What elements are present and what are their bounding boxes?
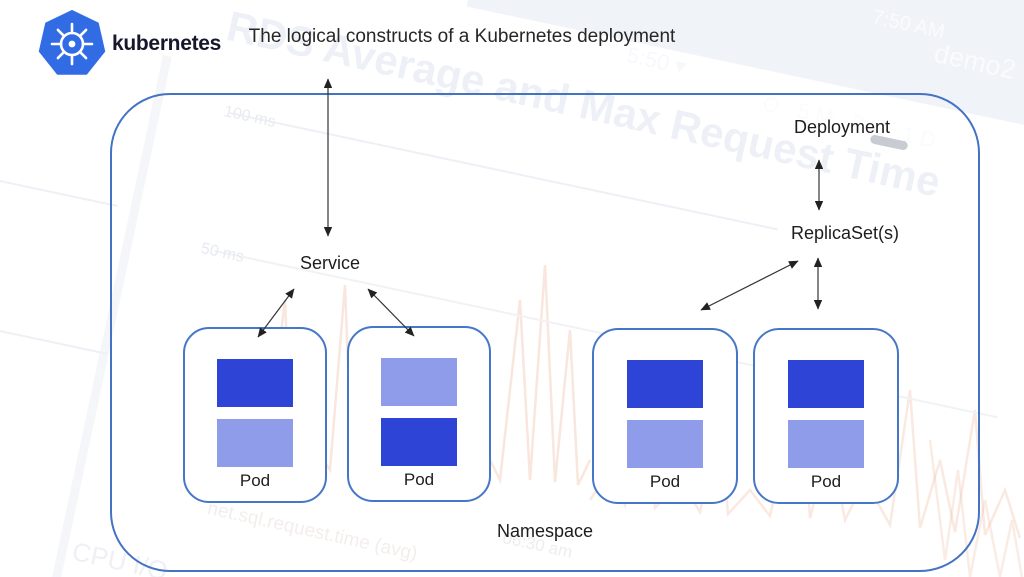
watermark-time-a: 7:50 AM [870, 6, 947, 44]
container-rect [627, 360, 703, 408]
pod-label: Pod [239, 471, 271, 490]
replicaset-label: ReplicaSet(s) [790, 223, 900, 243]
container-rect [217, 359, 293, 407]
watermark-gridline [0, 330, 108, 355]
service-label: Service [299, 253, 361, 273]
namespace-box [110, 93, 980, 572]
container-rect [788, 420, 864, 468]
pod-box-1: Pod [183, 327, 327, 503]
pod-box-2: Pod [347, 326, 491, 502]
watermark-env: demo2 [931, 38, 1019, 86]
container-rect [217, 419, 293, 467]
pod-box-4: Pod [753, 328, 899, 504]
container-rect [788, 360, 864, 408]
namespace-label: Namespace [496, 521, 594, 541]
brand-wordmark: kubernetes [112, 32, 222, 55]
slide-title: The logical constructs of a Kubernetes d… [248, 26, 676, 47]
pod-label: Pod [810, 472, 842, 491]
pod-label: Pod [403, 470, 435, 489]
container-rect [381, 418, 457, 466]
watermark-gridline [0, 180, 118, 207]
container-rect [381, 358, 457, 406]
pod-box-3: Pod [592, 328, 738, 504]
kubernetes-logo-icon [38, 10, 106, 75]
container-rect [627, 420, 703, 468]
pod-label: Pod [649, 472, 681, 491]
deployment-label: Deployment [793, 117, 891, 137]
